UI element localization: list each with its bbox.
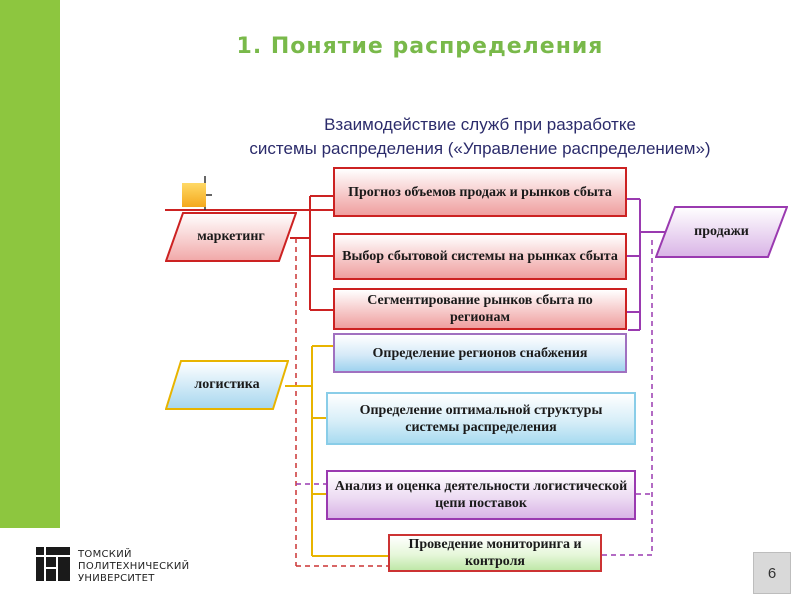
task-supply-regions: Определение регионов снабжения — [333, 333, 627, 373]
page-number: 6 — [753, 552, 791, 594]
university-logo-icon — [36, 547, 70, 581]
university-name-line-3: УНИВЕРСИТЕТ — [78, 573, 155, 584]
subtitle-line-2: системы распределения («Управление распр… — [249, 139, 711, 158]
subtitle-line-1: Взаимодействие служб при разработке — [324, 115, 636, 134]
logistics-shape — [165, 360, 289, 410]
sales-label: продажи — [694, 224, 749, 239]
task-monitoring-control: Проведение мониторинга и контроля — [388, 534, 602, 572]
marketing-department: маркетинг — [165, 212, 297, 262]
logistics-label: логистика — [194, 377, 260, 392]
university-name-line-1: ТОМСКИЙ — [78, 549, 132, 560]
task-market-segmentation: Сегментирование рынков сбыта по регионам — [333, 288, 627, 330]
sales-department: продажи — [655, 206, 788, 258]
left-accent-bar — [0, 0, 60, 528]
slide-title: 1. Понятие распределения — [236, 34, 604, 59]
university-name-line-2: ПОЛИТЕХНИЧЕСКИЙ — [78, 561, 190, 572]
task-sales-system-choice: Выбор сбытовой системы на рынках сбыта — [333, 233, 627, 280]
sales-shape — [655, 206, 788, 258]
diagram-subtitle: Взаимодействие служб при разработке сист… — [160, 113, 800, 161]
task-sales-forecast: Прогноз объемов продаж и рынков сбыта — [333, 167, 627, 217]
marketing-shape — [165, 212, 297, 262]
marketing-label: маркетинг — [197, 229, 265, 244]
logistics-department: логистика — [165, 360, 289, 410]
highlight-marker — [182, 183, 206, 207]
task-supply-chain-analysis: Анализ и оценка деятельности логистическ… — [326, 470, 636, 520]
university-name: ТОМСКИЙ ПОЛИТЕХНИЧЕСКИЙ УНИВЕРСИТЕТ — [78, 549, 189, 585]
task-optimal-structure: Определение оптимальной структуры систем… — [326, 392, 636, 445]
